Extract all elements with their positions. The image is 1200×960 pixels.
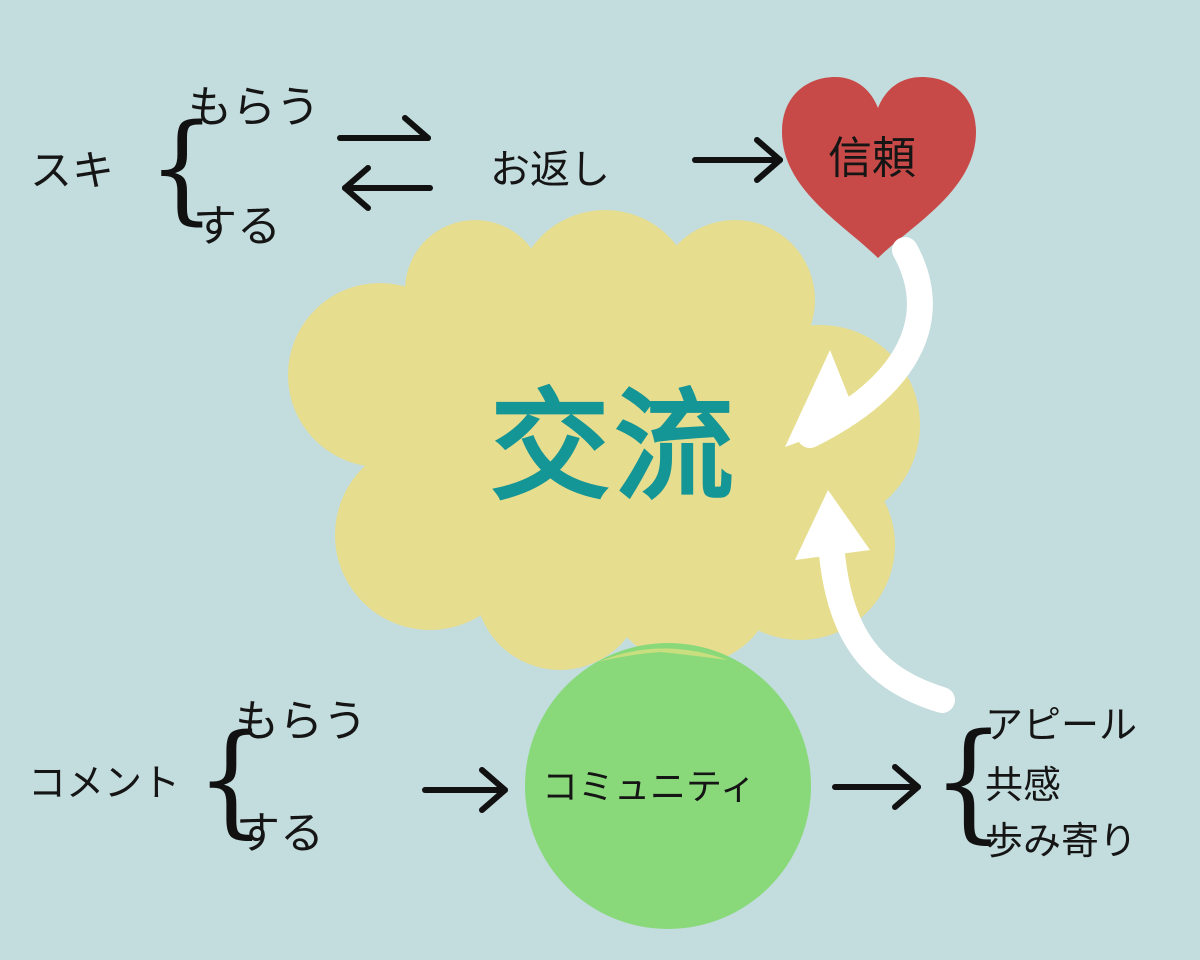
overlap-area (598, 648, 728, 662)
arrow-to-community (422, 767, 508, 813)
top-brace: { (148, 98, 216, 236)
white-arrow-from-community (795, 490, 955, 713)
exchange-cloud (288, 210, 920, 670)
outcomes-brace: { (932, 707, 1006, 856)
exchange-title: 交流 (490, 378, 738, 517)
community-label: コミュニティ (542, 767, 756, 808)
outcome-appeal: アピール (985, 703, 1138, 747)
exchange-arrows (337, 115, 433, 211)
bottom-brace: { (196, 708, 266, 850)
bottom-receive-label: もらう (235, 696, 367, 747)
arrow-to-heart (692, 137, 783, 183)
outcome-empathy: 共感 (985, 763, 1062, 807)
top-give-label: する (193, 201, 281, 252)
bottom-subject-label: コメント (28, 761, 181, 805)
community-circle (525, 643, 811, 929)
bottom-give-label: する (236, 808, 324, 859)
return-label: お返し (490, 147, 610, 193)
arrow-to-outcomes (832, 764, 921, 810)
white-arrow-from-heart (785, 237, 933, 448)
outcome-compromise: 歩み寄り (985, 819, 1138, 863)
top-receive-label: もらう (188, 82, 320, 133)
top-subject-label: スキ (30, 146, 115, 195)
heart-shape (782, 77, 976, 258)
trust-label: 信頼 (828, 133, 916, 184)
